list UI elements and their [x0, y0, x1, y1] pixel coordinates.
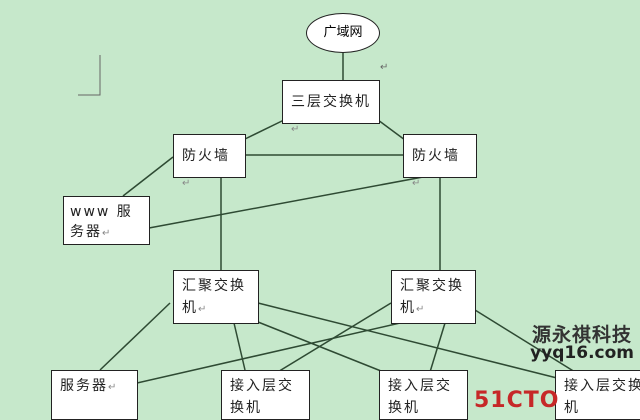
page-corner-mark: [78, 55, 101, 96]
watermark-line2: yyq16.com: [530, 343, 634, 363]
www-server-label: www 服务器: [70, 204, 133, 240]
server-label: 服务器: [60, 378, 108, 394]
return-mark: ↵: [416, 304, 427, 315]
access-switch-3-node: 接入层交换机: [555, 370, 640, 420]
firewall-right-node: 防火墙 ↵: [403, 134, 477, 189]
line-core-fwl: [244, 119, 285, 140]
core-switch-label: 三层交换机: [291, 94, 371, 110]
agg-left-label: 汇聚交换机: [182, 278, 246, 316]
line-www-fwr: [148, 176, 424, 229]
return-mark: ↵: [380, 62, 388, 73]
return-mark: ↵: [108, 382, 119, 393]
return-mark: ↵: [102, 228, 113, 239]
access-1-label: 接入层交换机: [230, 378, 294, 416]
return-mark: ↵: [182, 178, 193, 189]
line-aggl-acc3: [257, 302, 558, 379]
return-mark: ↵: [198, 304, 209, 315]
wan-node: 广域网: [306, 13, 380, 53]
watermark-line1: 源永祺科技: [532, 324, 633, 346]
line-aggr-acc3: [474, 309, 576, 373]
core-switch-node: 三层交换机 ↵: [282, 80, 380, 135]
return-mark: ↵: [291, 124, 302, 135]
return-mark: ↵: [412, 178, 423, 189]
wan-label: 广域网: [323, 25, 363, 40]
firewall-right-label: 防火墙: [412, 148, 460, 164]
access-3-label: 接入层交换机: [564, 378, 640, 416]
firewall-left-node: 防火墙 ↵: [173, 134, 246, 189]
access-2-label: 接入层交换机: [388, 378, 452, 416]
www-server-node: www 服务器↵: [63, 196, 150, 245]
agg-switch-right-node: 汇聚交换机↵: [391, 270, 476, 324]
access-switch-1-node: 接入层交换机: [221, 370, 310, 420]
line-aggl-acc1: [233, 322, 246, 371]
line-aggr-server: [136, 322, 401, 384]
line-fwl-www: [122, 156, 174, 197]
access-switch-2-node: 接入层交换机: [379, 370, 468, 420]
agg-switch-left-node: 汇聚交换机↵: [173, 270, 259, 324]
server-node: 服务器↵: [51, 370, 138, 420]
agg-right-label: 汇聚交换机: [400, 278, 464, 316]
line-aggl-server: [99, 302, 171, 371]
firewall-left-label: 防火墙: [182, 148, 230, 164]
watermark: 源永祺科技 yyq16.com: [530, 324, 634, 363]
line-core-fwr: [377, 119, 406, 141]
line-aggr-acc2: [429, 322, 446, 373]
watermark-red-text: 51CTO: [474, 388, 560, 413]
